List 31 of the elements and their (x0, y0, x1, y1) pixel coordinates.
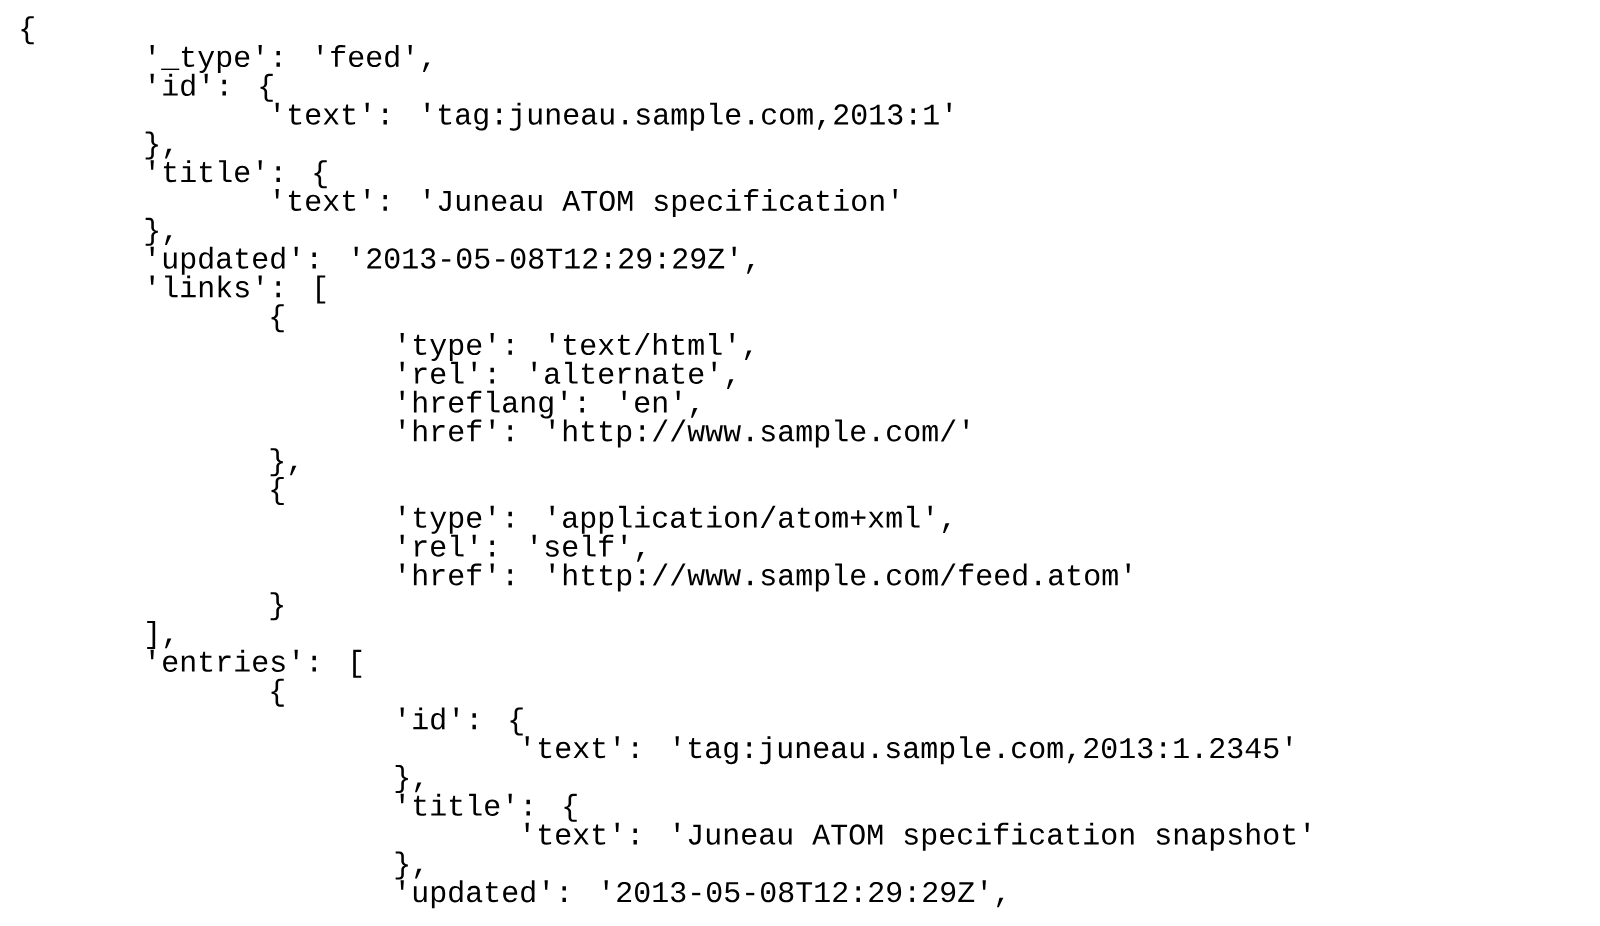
code-line: 'rel': 'alternate', (400, 361, 734, 389)
code-line: 'text': 'tag:juneau.sample.com,2013:1.2345' (525, 736, 1291, 765)
code-line: 'updated': '2013-05-08T12:29:29Z', (150, 246, 754, 275)
code-line: }, (145, 217, 172, 246)
code-line: 'id': { (150, 73, 273, 102)
code-line: 'title': { (400, 793, 577, 822)
code-line: }, (270, 448, 297, 477)
code-line: } (270, 592, 283, 621)
code-line: { (271, 477, 284, 506)
code-line: 'title': { (150, 160, 327, 189)
code-line: 'href': 'http://www.sample.com/' (400, 419, 968, 448)
code-line: 'text': 'Juneau ATOM specification snapshot' (525, 822, 1309, 851)
code-line: 'type': 'text/html', (400, 333, 752, 362)
code-line: 'type': 'application/atom+xml', (400, 505, 950, 534)
code-line: 'links': [ (150, 275, 326, 304)
code-line: 'rel': 'self', (400, 534, 644, 562)
code-line: 'id': { (400, 707, 523, 736)
code-line: '_type': 'feed', (150, 45, 430, 74)
code-line: }, (395, 851, 422, 880)
code-line: 'updated': '2013-05-08T12:29:29Z', (400, 880, 1004, 909)
code-line: 'text': 'Juneau ATOM specification' (275, 189, 897, 218)
code-line: { (271, 304, 284, 333)
code-line: ], (147, 621, 172, 650)
code-line: }, (395, 765, 422, 794)
code-line: 'entries': [ (150, 649, 362, 678)
code-line: }, (145, 131, 172, 160)
code-line: 'href': 'http://www.sample.com/feed.atom' (400, 563, 1130, 592)
code-line: { (21, 16, 34, 45)
code-line: 'text': 'tag:juneau.sample.com,2013:1' (275, 102, 951, 131)
code-line: 'hreflang': 'en', (400, 390, 698, 419)
code-line: { (271, 678, 284, 707)
